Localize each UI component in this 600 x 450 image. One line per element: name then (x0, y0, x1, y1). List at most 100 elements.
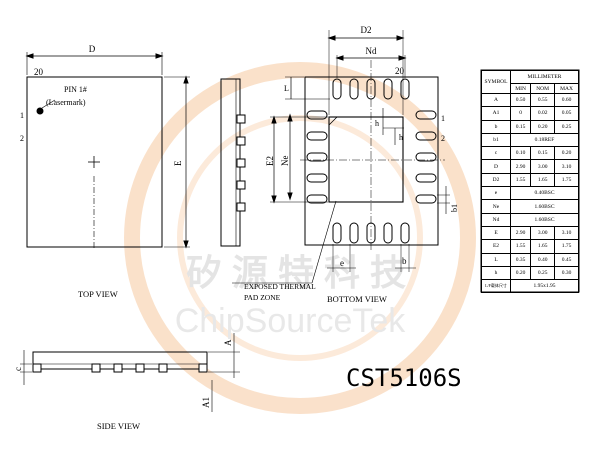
side-dim-a-label: A (223, 339, 233, 346)
top-pin-count: 20 (34, 67, 44, 77)
side-dim-c-label: c (13, 367, 23, 371)
side-profile-vertical (220, 78, 246, 247)
side-lead-3 (236, 158, 246, 168)
side-lead-5 (236, 202, 246, 212)
bottom-dim-h-label: h (375, 119, 379, 128)
pin1-lasermark: (Lasermark) (46, 98, 86, 107)
side-lead-bottom-5 (158, 363, 168, 373)
table-col-max: MAX (554, 83, 579, 94)
dim-ne-arrow-bottom (287, 192, 293, 201)
part-number-title: CST5106S (346, 364, 462, 392)
side-lead-bottom-6 (198, 363, 208, 373)
watermark: 矽 源 特 科 技 ChipSourceTek (124, 62, 476, 414)
bottom-pad-bottom-2 (349, 222, 359, 244)
table-symbol-header: SYMBOL (481, 70, 511, 94)
bottom-pad-bottom-4 (383, 222, 393, 244)
dim-ne-arrow-top (287, 113, 293, 122)
watermark-ring-outer (124, 62, 476, 414)
bottom-pad-top-4 (383, 78, 393, 100)
bottom-dim-e-label: e (340, 258, 344, 268)
bottom-pad-right-3 (415, 152, 437, 162)
bottom-pad-top-5 (400, 78, 410, 100)
pin1-label: PIN 1# (64, 85, 87, 94)
bottom-pin-count: 20 (395, 66, 405, 76)
dim-nd-arrow-right (398, 55, 407, 61)
watermark-cn: 矽 源 特 科 技 (186, 252, 406, 293)
bottom-pin-2: 2 (441, 134, 445, 143)
top-view (25, 52, 190, 250)
dim-d2-arrow-right (396, 35, 405, 41)
side-view (20, 333, 240, 412)
table-col-nom: NOM (530, 83, 556, 94)
side-view-label: SIDE VIEW (97, 421, 140, 431)
side-lead-2 (236, 136, 246, 146)
bottom-dim-d2-label: D2 (361, 25, 372, 35)
dim-e-arrow-bottom (183, 240, 189, 249)
bottom-pad-top-2 (349, 78, 359, 100)
side-lead-bottom-4 (135, 363, 145, 373)
bottom-pad-right-4 (415, 173, 437, 183)
side-lead-bottom-3 (113, 363, 123, 373)
side-dim-a1-label: A1 (201, 397, 211, 408)
bottom-pad-left-4 (306, 173, 328, 183)
pin1-dot (36, 107, 44, 115)
bottom-dim-b1-label: b1 (450, 204, 459, 212)
bottom-pad-left-5 (306, 194, 328, 204)
top-view-body (26, 76, 163, 248)
dim-e2-arrow-top (271, 115, 277, 124)
table-footer-label: L/F载体尺寸 (481, 279, 511, 294)
dim-e-arrow-top (183, 75, 189, 84)
side-lead-bottom-1 (32, 363, 42, 373)
bottom-pad-right-1 (415, 110, 437, 120)
exposed-pad-label-1: EXPOSED THERMAL (244, 282, 316, 291)
table-footer-value: 1.95x1.95 (510, 279, 579, 294)
bottom-pad-top-1 (332, 78, 342, 100)
bottom-pad-bottom-1 (332, 222, 342, 244)
bottom-dim-ne-label: Ne (280, 156, 290, 167)
side-lead-4 (236, 180, 246, 190)
bottom-view-body (304, 76, 439, 246)
bottom-view (232, 30, 450, 284)
table-col-min: MIN (509, 83, 532, 94)
bottom-dim-h2-label: h (399, 133, 403, 142)
pin1-leader (41, 99, 56, 109)
exposed-pad-leader (311, 200, 337, 284)
bottom-pad-left-3 (306, 152, 328, 162)
dim-d-arrow-right (155, 53, 164, 59)
watermark-en: ChipSourceTek (175, 302, 407, 340)
side-lead-bottom-2 (91, 363, 101, 373)
dim-nd-arrow-left (335, 55, 344, 61)
bottom-pad-right-5 (415, 194, 437, 204)
bottom-dim-l-label: L (284, 84, 289, 93)
exposed-pad-label-2: PAD ZONE (244, 293, 281, 302)
exposed-pad (328, 116, 404, 203)
bottom-pad-bottom-5 (400, 222, 410, 244)
dim-e2-arrow-bottom (271, 195, 277, 204)
watermark-ring-inner (177, 115, 423, 361)
dim-d2-arrow-left (327, 35, 336, 41)
bottom-pin-1: 1 (441, 114, 445, 123)
bottom-pad-right-2 (415, 131, 437, 141)
bottom-dim-e2-label: E2 (265, 156, 275, 166)
top-dim-e-label: E (173, 160, 183, 166)
top-pin-1: 1 (20, 111, 24, 120)
pad-chamfer (328, 116, 338, 126)
top-pin-2: 2 (20, 134, 24, 143)
bottom-dim-b-label: b (402, 256, 407, 266)
bottom-pad-left-1 (306, 110, 328, 120)
bottom-dim-nd-label: Nd (366, 46, 377, 56)
top-view-label: TOP VIEW (78, 289, 118, 299)
